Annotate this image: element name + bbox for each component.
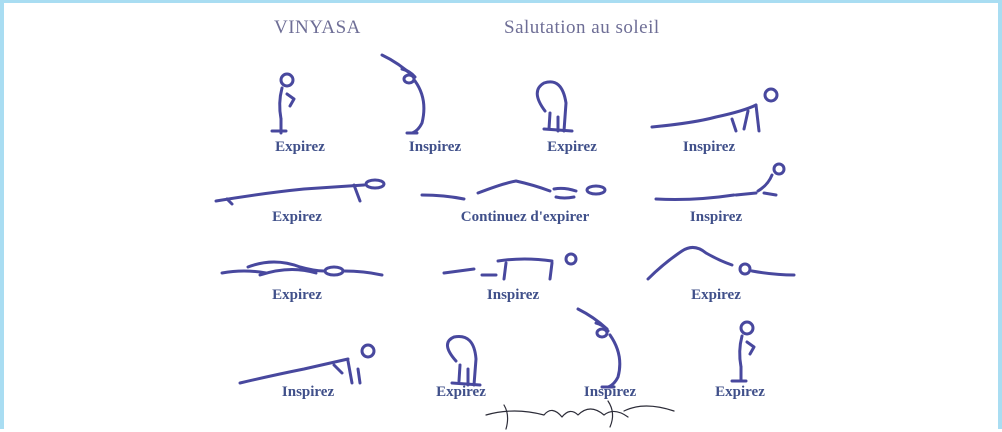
pose-forward-bend-2 [447,336,480,385]
pose-eight-limbs [422,181,605,199]
pose-standing-prayer-2 [732,322,754,381]
caption-row2-2: Continuez d'expirer [461,209,589,226]
pose-plank [216,180,384,204]
caption-row1-1: Expirez [275,139,325,156]
caption-row3-2: Inspirez [487,287,539,304]
caption-row1-2: Inspirez [409,139,461,156]
pose-child [222,262,382,275]
caption-row2-3: Inspirez [690,209,742,226]
pose-lunge-2 [240,345,374,383]
caption-row4-2: Expirez [436,384,486,401]
pose-arms-raised-1 [382,55,424,133]
caption-row2-1: Expirez [272,209,322,226]
caption-row4-3: Inspirez [584,384,636,401]
artist-signature [486,401,674,429]
caption-row4-1: Inspirez [282,384,334,401]
caption-row3-1: Expirez [272,287,322,304]
caption-row3-3: Expirez [691,287,741,304]
pose-forward-bend-1 [537,82,572,131]
pose-cobra [656,164,784,200]
pose-lunge-1 [652,89,777,131]
pose-arms-raised-2 [578,309,620,387]
caption-row1-4: Inspirez [683,139,735,156]
pose-standing-prayer-1 [272,74,294,133]
pose-downward-dog [648,247,794,279]
pose-table [444,254,576,279]
caption-row1-3: Expirez [547,139,597,156]
caption-row4-4: Expirez [715,384,765,401]
